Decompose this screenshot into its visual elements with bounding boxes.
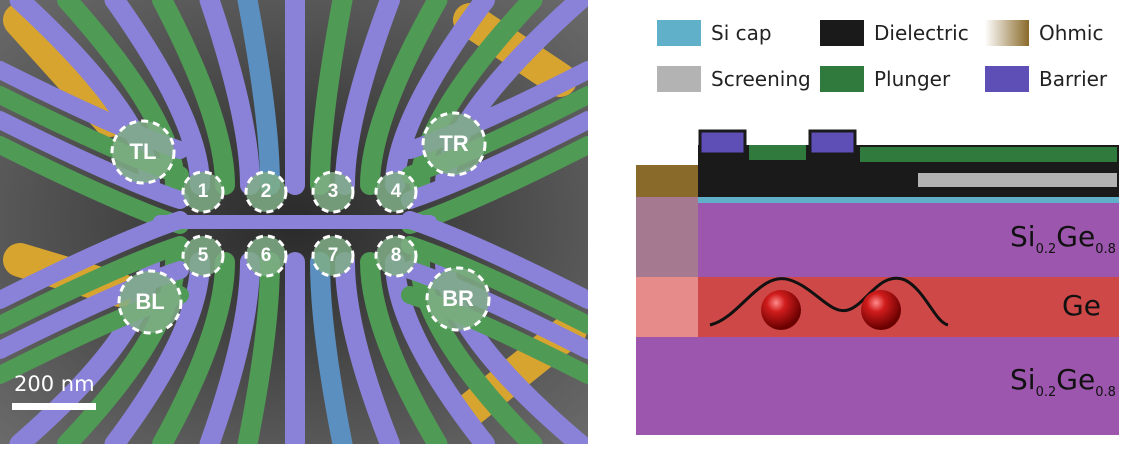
- corner-dot-label-bl: BL: [135, 289, 164, 315]
- wavefunction-curve: [710, 278, 948, 325]
- ohmic-region-sige: [636, 197, 698, 277]
- si-cap-layer: [698, 197, 1119, 203]
- dot-label-7: 7: [328, 245, 339, 267]
- hole-sphere-2: [861, 290, 901, 330]
- legend-swatch-ohmic: [985, 20, 1029, 46]
- legend-swatch-screening: [657, 66, 701, 92]
- plunger-gate-2: [860, 147, 1117, 162]
- plunger-gate-1: [749, 145, 806, 160]
- dielectric-layer: [698, 145, 1119, 197]
- dot-label-6: 6: [261, 245, 272, 267]
- corner-dot-label-br: BR: [442, 286, 474, 312]
- dot-label-3: 3: [328, 181, 339, 203]
- legend-item-screening: Screening: [657, 66, 811, 92]
- dot-label-2: 2: [261, 181, 272, 203]
- ohmic-contact-top: [636, 165, 698, 197]
- dot-label-5: 5: [198, 245, 209, 267]
- legend-item-plunger: Plunger: [820, 66, 950, 92]
- legend-label-plunger: Plunger: [874, 67, 950, 91]
- legend-item-barrier: Barrier: [985, 66, 1107, 92]
- dot-label-1: 1: [198, 181, 209, 203]
- legend-label-barrier: Barrier: [1039, 67, 1107, 91]
- legend-item-ohmic: Ohmic: [985, 20, 1103, 46]
- dot-label-8: 8: [391, 245, 402, 267]
- barrier-gate-2: [810, 131, 855, 154]
- sige-bottom-label: Si0.2Ge0.8: [1010, 363, 1116, 400]
- legend-label-screening: Screening: [711, 67, 811, 91]
- corner-dot-label-tl: TL: [130, 139, 157, 165]
- sem-image: 200 nm TL TR BL BR 1 2 3 4 5 6 7 8: [0, 0, 588, 444]
- legend-item-si-cap: Si cap: [657, 20, 772, 46]
- barrier-gate-1: [700, 131, 745, 154]
- ge-label: Ge: [1062, 289, 1101, 322]
- legend-label-si-cap: Si cap: [711, 21, 772, 45]
- corner-dot-label-tr: TR: [439, 131, 468, 157]
- sige-top-label: Si0.2Ge0.8: [1010, 220, 1116, 257]
- ge-quantum-well: [698, 277, 1119, 337]
- hole-sphere-1: [761, 290, 801, 330]
- legend-swatch-barrier: [985, 66, 1029, 92]
- dot-label-4: 4: [391, 181, 402, 203]
- legend-label-ohmic: Ohmic: [1039, 21, 1103, 45]
- ohmic-region-ge: [636, 277, 698, 337]
- screening-gate: [918, 173, 1117, 187]
- legend-item-dielectric: Dielectric: [820, 20, 969, 46]
- legend-swatch-plunger: [820, 66, 864, 92]
- legend-label-dielectric: Dielectric: [874, 21, 969, 45]
- scale-bar-label: 200 nm: [14, 372, 95, 396]
- legend-swatch-dielectric: [820, 20, 864, 46]
- scale-bar: [12, 403, 96, 410]
- legend-swatch-si-cap: [657, 20, 701, 46]
